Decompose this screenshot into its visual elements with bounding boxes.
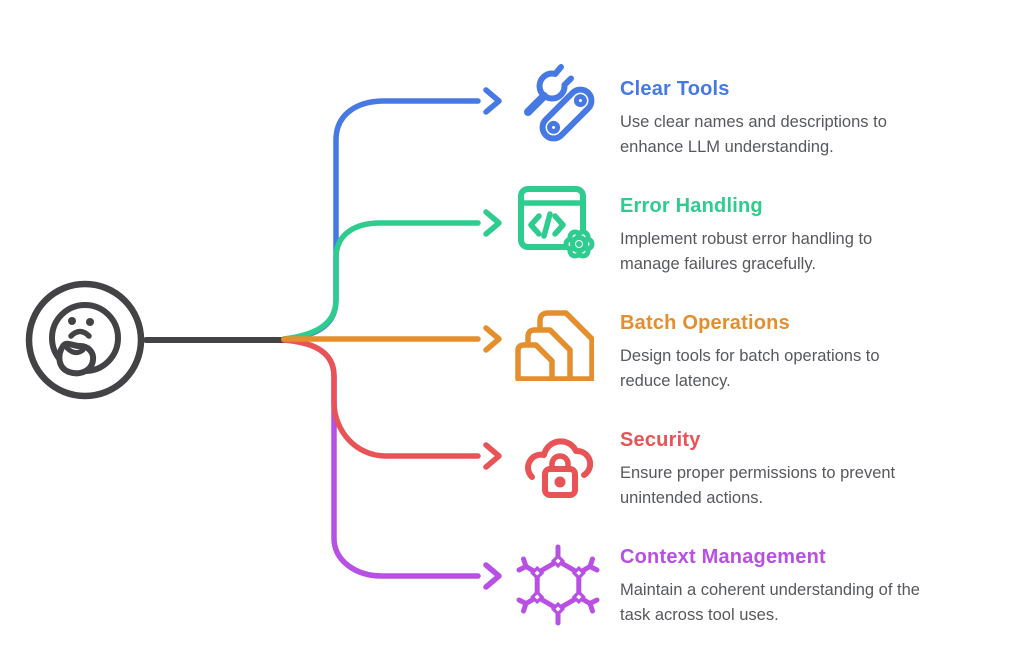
item-title-clear-tools: Clear Tools bbox=[620, 78, 730, 100]
stacked-files-icon bbox=[514, 301, 594, 381]
item-context-management: Context Management Maintain a coherent u… bbox=[620, 545, 1015, 628]
arrowhead-clear-tools bbox=[483, 87, 502, 115]
code-window-gear-icon bbox=[517, 183, 597, 263]
item-error-handling: Error Handling Implement robust error ha… bbox=[620, 194, 1015, 277]
wrench-tools-icon bbox=[518, 62, 598, 142]
arrowhead-batch-operations bbox=[483, 325, 502, 353]
item-title-security: Security bbox=[620, 429, 701, 451]
branch-line-clear-tools bbox=[281, 98, 481, 342]
arrowhead-context-management bbox=[483, 562, 502, 590]
thinking-face-icon bbox=[20, 275, 150, 405]
molecule-network-icon bbox=[510, 537, 606, 633]
item-security: Security Ensure proper permissions to pr… bbox=[620, 428, 1015, 511]
arrowhead-security bbox=[483, 442, 502, 470]
branch-line-security bbox=[281, 337, 481, 459]
cloud-lock-icon bbox=[516, 421, 596, 501]
item-batch-operations: Batch Operations Design tools for batch … bbox=[620, 311, 1015, 394]
item-description-batch-operations: Design tools for batch operations to red… bbox=[620, 347, 880, 390]
item-description-clear-tools: Use clear names and descriptions to enha… bbox=[620, 113, 887, 156]
item-description-security: Ensure proper permissions to prevent uni… bbox=[620, 464, 896, 507]
branch-line-error-handling bbox=[281, 220, 481, 342]
item-description-context-management: Maintain a coherent understanding of the… bbox=[620, 581, 920, 624]
item-clear-tools: Clear Tools Use clear names and descript… bbox=[620, 77, 1015, 160]
arrowhead-error-handling bbox=[483, 209, 502, 237]
item-description-error-handling: Implement robust error handling to manag… bbox=[620, 230, 873, 273]
item-title-batch-operations: Batch Operations bbox=[620, 312, 790, 334]
item-title-error-handling: Error Handling bbox=[620, 195, 763, 217]
item-title-context-management: Context Management bbox=[620, 546, 826, 568]
